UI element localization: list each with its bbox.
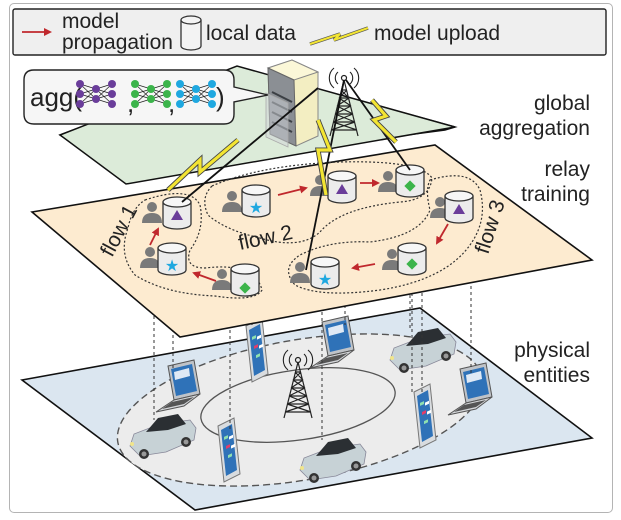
node-flow1-triangle bbox=[142, 196, 192, 230]
flow-2-region bbox=[204, 161, 433, 244]
flow-3-region bbox=[288, 175, 483, 294]
node-flow3-triangle bbox=[430, 190, 474, 224]
network-node bbox=[76, 80, 84, 88]
network-node bbox=[208, 90, 216, 98]
agg-separator-1: , bbox=[127, 88, 134, 118]
legend-model-upload: model upload bbox=[374, 22, 500, 45]
diamond-icon bbox=[406, 258, 418, 270]
network-node bbox=[131, 100, 139, 108]
purple-network-icon bbox=[76, 80, 116, 108]
arrow-flow2-right-a bbox=[277, 185, 308, 196]
relay-label-line2: training bbox=[521, 183, 590, 206]
global-label-line1: global bbox=[534, 92, 590, 115]
diamond-icon bbox=[239, 282, 251, 294]
agg-suffix: ) bbox=[216, 82, 225, 112]
network-node bbox=[147, 95, 155, 103]
arrow-flow1-left bbox=[192, 271, 217, 282]
legend-box bbox=[12, 8, 607, 56]
network-node bbox=[163, 90, 171, 98]
node-flow2-diamond bbox=[378, 164, 425, 198]
star-icon: ★ bbox=[318, 272, 332, 289]
network-node bbox=[147, 85, 155, 93]
node-flow1-diamond bbox=[212, 263, 260, 297]
agg-prefix: agg( bbox=[30, 82, 82, 112]
arrow-flow3-left bbox=[351, 262, 376, 271]
global-layer bbox=[58, 59, 458, 185]
network-node bbox=[76, 100, 84, 108]
node-flow3-star: ★ bbox=[290, 256, 340, 290]
legend-local-data: local data bbox=[206, 22, 296, 45]
network-node bbox=[131, 90, 139, 98]
cylinder-icon bbox=[180, 15, 202, 51]
inner-coverage-ellipse bbox=[200, 367, 396, 443]
node-flow3-diamond bbox=[382, 242, 427, 276]
node-flow2-triangle bbox=[310, 170, 357, 204]
network-node bbox=[208, 80, 216, 88]
network-node bbox=[92, 85, 100, 93]
lightning-icon bbox=[309, 26, 369, 46]
arrow-flow1-up bbox=[149, 227, 159, 246]
green-network-icon bbox=[131, 80, 171, 108]
physical-layer bbox=[20, 307, 594, 511]
legend-propagation-line2: propagation bbox=[62, 31, 173, 54]
layer-labels: global aggregation relay training physic… bbox=[479, 92, 590, 387]
network-node bbox=[163, 80, 171, 88]
aggregation-bubble: agg( , , ) bbox=[23, 69, 269, 125]
network-node bbox=[131, 80, 139, 88]
global-label-line2: aggregation bbox=[479, 117, 590, 140]
triangle-icon bbox=[453, 204, 465, 214]
legend: model propagation local data model uploa… bbox=[12, 8, 607, 56]
network-node bbox=[176, 100, 184, 108]
node-flow2-star: ★ bbox=[222, 184, 271, 218]
upload-line-tower-left bbox=[305, 79, 345, 271]
network-node bbox=[176, 90, 184, 98]
star-icon: ★ bbox=[249, 200, 263, 217]
network-node bbox=[208, 100, 216, 108]
network-node bbox=[192, 95, 200, 103]
network-node bbox=[192, 85, 200, 93]
network-node bbox=[108, 100, 116, 108]
propagation-arrows bbox=[149, 179, 449, 282]
network-node bbox=[108, 90, 116, 98]
upload-line-server bbox=[181, 87, 319, 203]
flow-1-region bbox=[123, 192, 263, 299]
network-node bbox=[92, 95, 100, 103]
diamond-icon bbox=[404, 180, 416, 192]
agg-separator-2: , bbox=[168, 88, 175, 118]
arrow-flow3-down bbox=[435, 223, 449, 245]
network-node bbox=[176, 80, 184, 88]
legend-propagation-line1: model bbox=[62, 10, 119, 33]
relay-label-line1: relay bbox=[544, 158, 590, 181]
triangle-icon bbox=[171, 210, 183, 220]
triangle-icon bbox=[336, 184, 348, 194]
server-icon bbox=[265, 59, 320, 148]
node-flow1-star: ★ bbox=[140, 242, 187, 276]
network-node bbox=[163, 100, 171, 108]
physical-label-line2: entities bbox=[523, 364, 590, 387]
network-node bbox=[76, 90, 84, 98]
model-upload-links bbox=[166, 79, 411, 271]
physical-label-line1: physical bbox=[514, 339, 590, 362]
network-node bbox=[108, 80, 116, 88]
cyan-network-icon bbox=[176, 80, 216, 108]
star-icon: ★ bbox=[165, 258, 179, 275]
